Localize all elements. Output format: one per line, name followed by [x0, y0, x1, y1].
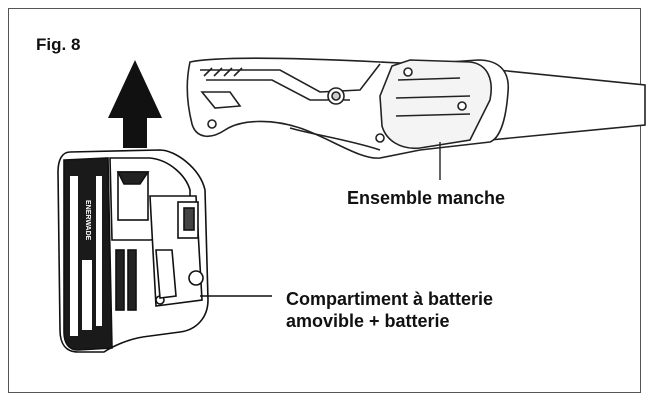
callout-battery: Compartiment à batterie amovible + batte…	[286, 288, 493, 332]
callout-battery-line1: Compartiment à batterie	[286, 289, 494, 309]
callout-handle-assembly: Ensemble manche	[347, 188, 506, 208]
up-arrow-icon	[108, 60, 162, 148]
battery-drawing	[57, 149, 272, 353]
callout-battery-line2: amovible + batterie	[286, 311, 450, 331]
handle-assembly-drawing	[186, 57, 646, 180]
figure-label: Fig. 8	[36, 35, 81, 54]
battery-brand-text: ENERWADE	[84, 200, 91, 241]
